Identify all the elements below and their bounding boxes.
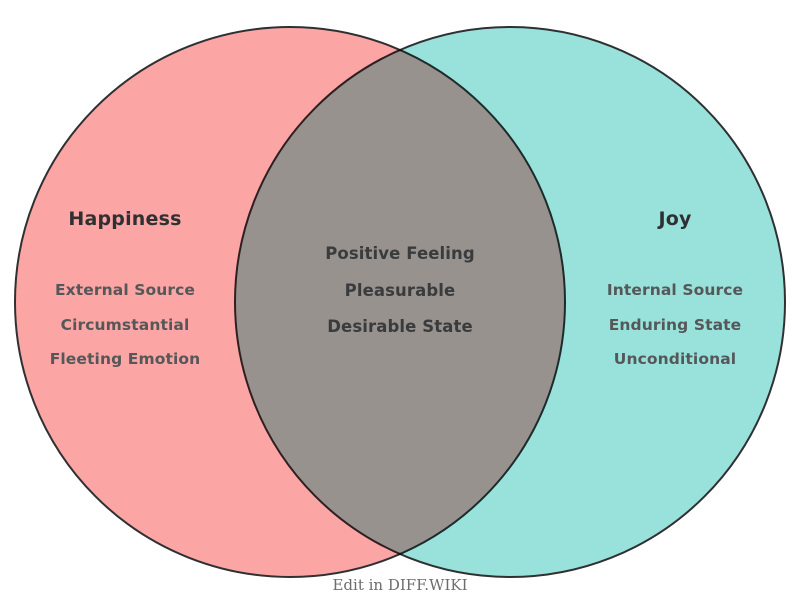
edit-in-diffwiki-link[interactable]: Edit in DIFF.WIKI [332, 576, 468, 594]
venn-circle-joy[interactable] [234, 26, 786, 578]
